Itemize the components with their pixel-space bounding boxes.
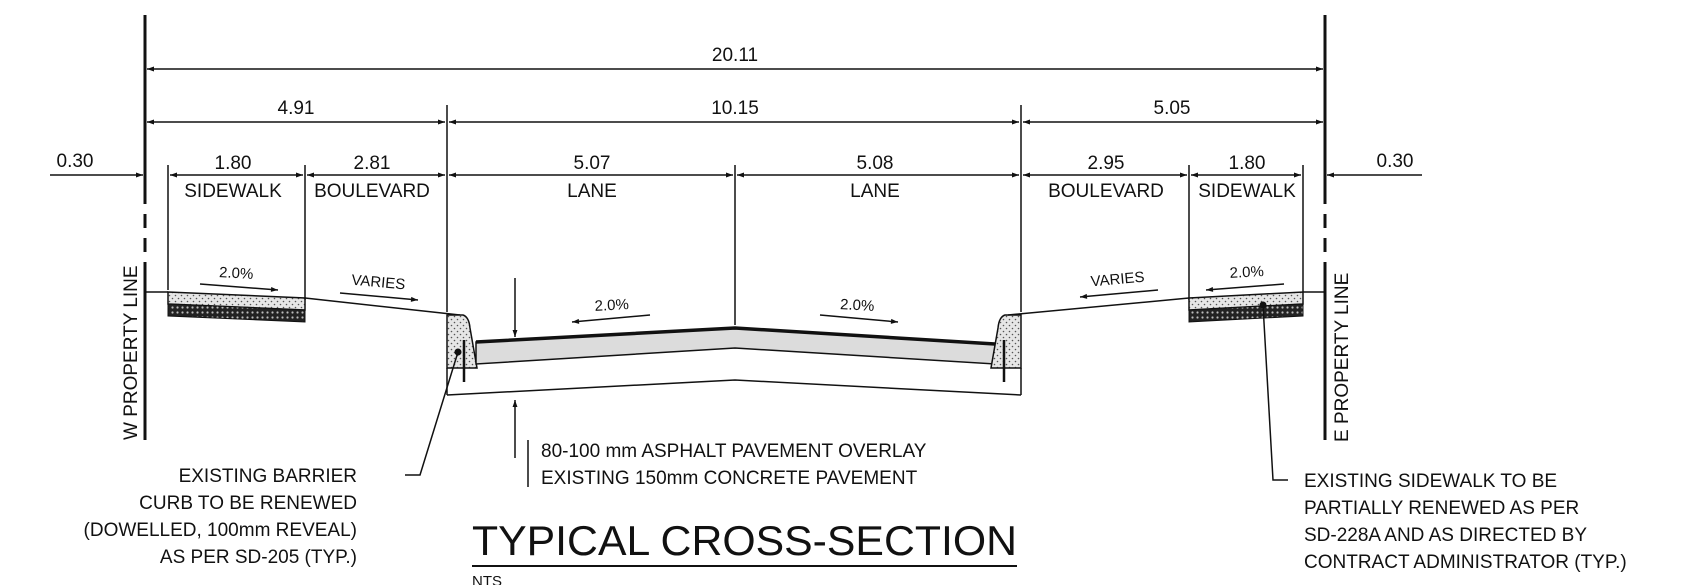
w-boulevard-label: BOULEVARD (314, 181, 430, 202)
sidewalk-note-leader (1262, 304, 1288, 481)
east-half-dimension: 5.05 (1154, 98, 1191, 119)
e-property-line-label: E PROPERTY LINE (1332, 273, 1353, 442)
e-lane-label: LANE (850, 181, 900, 202)
sidewalk-note-line4: CONTRACT ADMINISTRATOR (TYP.) (1304, 552, 1627, 573)
w-sidewalk-dimension: 1.80 (215, 153, 252, 174)
drawing-scale: NTS (472, 573, 502, 585)
pavement-note-line2: EXISTING 150mm CONCRETE PAVEMENT (541, 468, 918, 489)
w-sidewalk-label: SIDEWALK (184, 181, 282, 202)
w-lane-slope: 2.0% (594, 296, 629, 315)
e-boulevard-dimension: 2.95 (1088, 153, 1125, 174)
w-sidewalk-slope: 2.0% (219, 264, 254, 283)
e-boulevard-label: BOULEVARD (1048, 181, 1164, 202)
e-curb (990, 314, 1022, 369)
extension-lines (167, 105, 1304, 325)
w-sidewalk-slope-arrow (199, 283, 279, 292)
east-offset-dimension: 0.30 (1377, 151, 1414, 172)
curb-note-leader (405, 351, 459, 476)
asphalt-top-edge (475, 326, 996, 346)
sidewalk-note-line3: SD-228A AND AS DIRECTED BY (1304, 525, 1587, 546)
sidewalk-note-line1: EXISTING SIDEWALK TO BE (1304, 471, 1557, 492)
e-lane-dimension: 5.08 (857, 153, 894, 174)
e-sidewalk-label: SIDEWALK (1198, 181, 1296, 202)
e-boulevard-slope-arrow (1079, 289, 1159, 299)
west-half-dimension: 4.91 (278, 98, 315, 119)
pavement-note-line1: 80-100 mm ASPHALT PAVEMENT OVERLAY (541, 441, 927, 462)
e-lane-slope-arrow (819, 314, 899, 324)
west-offset-dimension: 0.30 (57, 151, 94, 172)
curb-note-line3: (DOWELLED, 100mm REVEAL) (84, 520, 357, 541)
w-boulevard-slope-text: VARIES (351, 272, 406, 294)
w-property-line-label: W PROPERTY LINE (121, 265, 142, 440)
e-sidewalk-dimension: 1.80 (1229, 153, 1266, 174)
w-curb (446, 314, 478, 369)
curb-note-line1: EXISTING BARRIER (179, 466, 357, 487)
curb-note-line4: AS PER SD-205 (TYP.) (160, 547, 357, 568)
curb-note-line2: CURB TO BE RENEWED (139, 493, 357, 514)
centre-dimension: 10.15 (711, 98, 759, 119)
drawing-title: TYPICAL CROSS-SECTION (472, 517, 1017, 564)
e-boulevard-slope (1007, 297, 1190, 316)
overall-dimension: 20.11 (712, 45, 758, 66)
concrete-bottom (446, 379, 1022, 396)
w-boulevard-slope-arrow (339, 292, 419, 302)
e-sidewalk-slope: 2.0% (1229, 263, 1264, 282)
w-lane-slope-arrow (571, 314, 651, 324)
e-boulevard-slope-text: VARIES (1090, 269, 1145, 291)
asphalt-overlay (475, 327, 996, 365)
w-lane-label: LANE (567, 181, 617, 202)
w-boulevard-slope (304, 297, 461, 316)
sidewalk-note-line2: PARTIALLY RENEWED AS PER (1304, 498, 1579, 519)
w-boulevard-dimension: 2.81 (354, 153, 391, 174)
e-sidewalk-slope-arrow (1205, 283, 1285, 292)
w-sidewalk-base (167, 303, 306, 323)
w-lane-dimension: 5.07 (574, 153, 611, 174)
e-lane-slope: 2.0% (840, 296, 875, 315)
